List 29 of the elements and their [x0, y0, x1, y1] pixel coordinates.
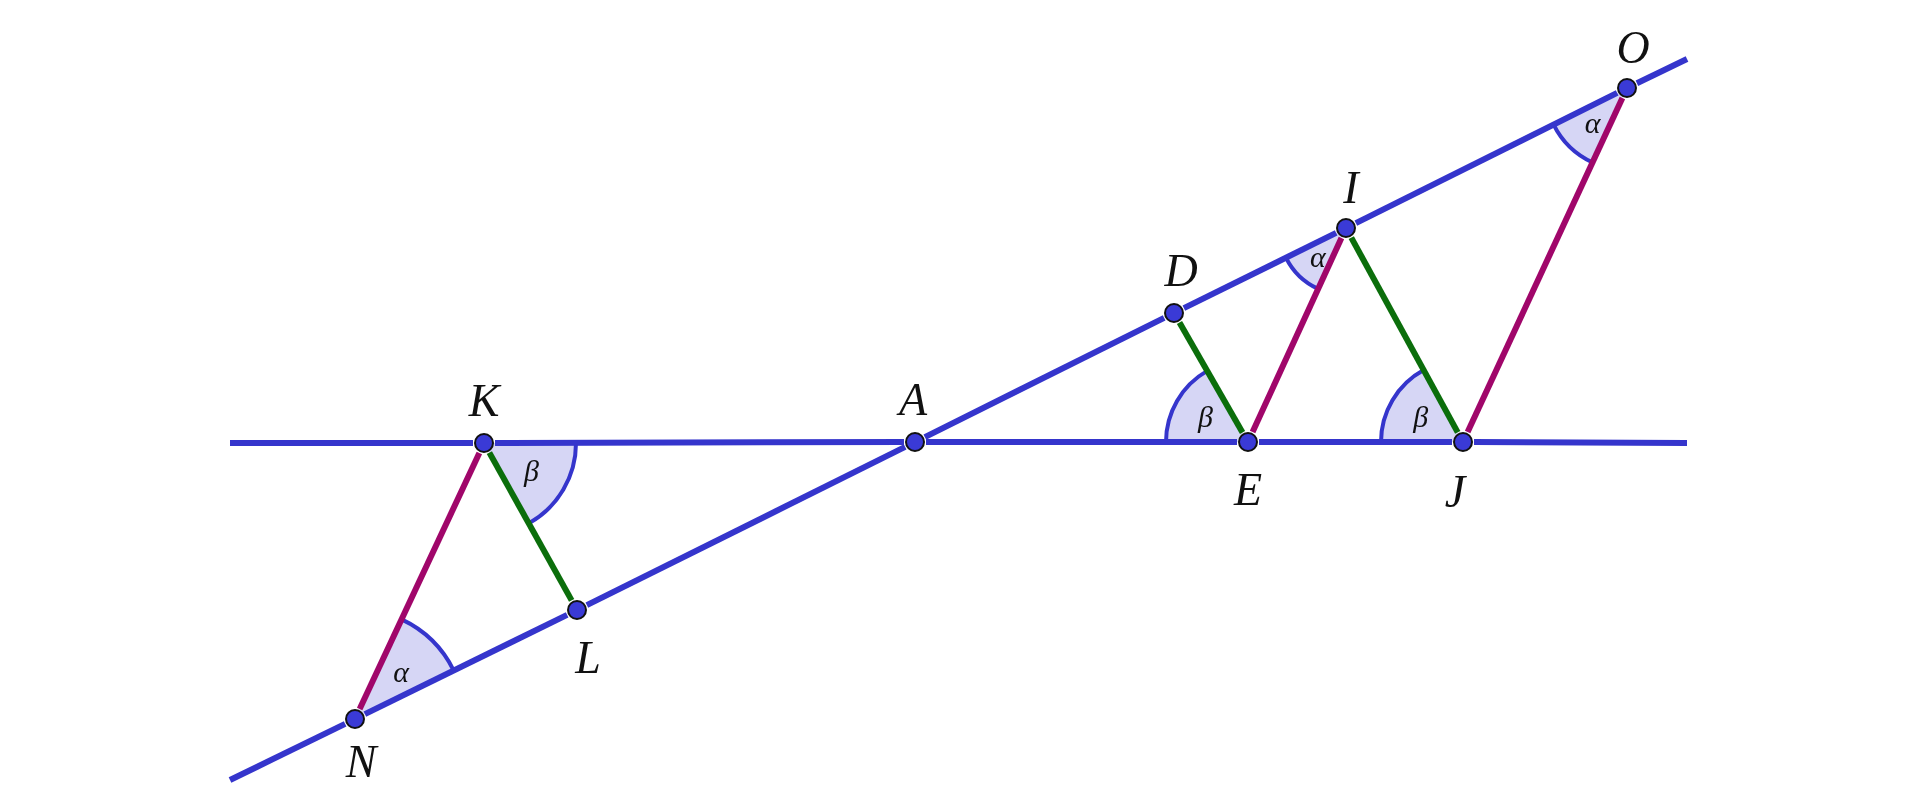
point-label: O	[1615, 23, 1651, 73]
angle-label: α	[1584, 107, 1601, 140]
line-segment	[363, 612, 569, 717]
angle-label: β	[1413, 400, 1429, 433]
line-segment	[356, 451, 483, 711]
line-segment	[1259, 439, 1452, 445]
line-segment	[1464, 96, 1626, 434]
line-segment	[1354, 90, 1619, 226]
point-label: E	[1232, 465, 1264, 515]
line-segment	[486, 451, 575, 602]
line-segment	[585, 444, 907, 608]
line-segment	[923, 315, 1166, 440]
line-segment	[1348, 236, 1461, 434]
angle-label: α	[393, 655, 409, 688]
point-label: I	[1342, 163, 1362, 213]
point-label: N	[344, 737, 380, 787]
point-label: J	[1443, 467, 1468, 517]
point-label: D	[1163, 246, 1199, 296]
line-segment	[495, 439, 904, 446]
point-label: L	[573, 633, 602, 683]
line-segment	[1249, 236, 1345, 434]
line-segment	[1182, 230, 1338, 311]
line-segment	[926, 439, 1237, 445]
angle-label: α	[1310, 240, 1326, 273]
line-segment	[1176, 321, 1246, 434]
angle-label: β	[1197, 401, 1213, 434]
point-label: K	[467, 376, 503, 426]
angle-label: β	[524, 454, 540, 487]
point-label: A	[895, 375, 929, 425]
